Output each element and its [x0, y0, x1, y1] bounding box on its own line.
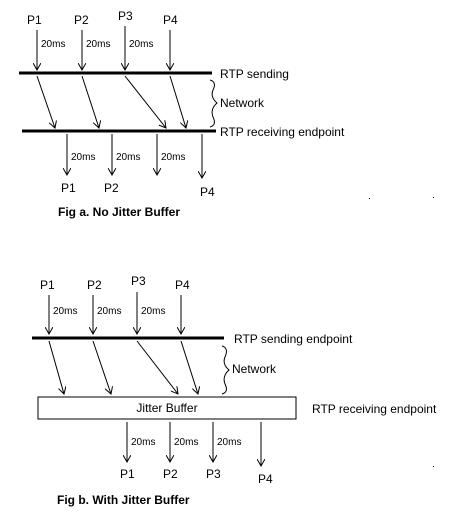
fig-a-net-arrow-p1 — [36, 75, 55, 128]
fig-a-caption: Fig a. No Jitter Buffer — [58, 205, 180, 219]
fig-b: P1 P2 P3 P4 20ms 20ms 20ms RTP sending e… — [32, 274, 437, 507]
fig-b-bottom-label-p2: P2 — [163, 467, 178, 481]
fig-a-sending-label: RTP sending — [220, 67, 289, 81]
fig-b-bottom-label-p1: P1 — [120, 467, 135, 481]
fig-b-net-arrow-p3 — [136, 340, 178, 394]
fig-a-network-brace — [209, 79, 218, 128]
fig-b-net-arrow-p1 — [48, 340, 64, 394]
fig-a-top-label-p1: P1 — [27, 13, 42, 27]
fig-a-bottom-interval-1: 20ms — [71, 152, 95, 163]
fig-a-bottom-label-p2: P2 — [104, 181, 119, 195]
fig-b-network-brace — [221, 345, 230, 395]
fig-b-sending-label: RTP sending endpoint — [234, 332, 353, 346]
fig-b-caption: Fig b. With Jitter Buffer — [57, 493, 190, 507]
fig-a-top-label-p3: P3 — [118, 9, 133, 23]
fig-b-top-label-p1: P1 — [40, 278, 55, 292]
fig-b-bottom-label-p4: P4 — [258, 472, 273, 486]
fig-a-receiving-label: RTP receiving endpoint — [220, 125, 345, 139]
fig-b-jitter-buffer-box — [37, 396, 297, 420]
fig-b-jitter-buffer-label: Jitter Buffer — [136, 401, 197, 415]
speck-dot — [369, 198, 370, 199]
fig-b-top-interval-3: 20ms — [141, 306, 165, 317]
fig-a-network-label: Network — [220, 96, 265, 110]
fig-a-net-arrow-p3 — [124, 75, 166, 128]
fig-b-net-arrow-p4 — [180, 340, 198, 394]
fig-a-bottom-interval-3: 20ms — [161, 152, 185, 163]
speck-dot — [433, 197, 434, 198]
fig-b-net-arrow-p2 — [92, 340, 111, 394]
fig-b-top-interval-2: 20ms — [97, 306, 121, 317]
fig-b-top-label-p2: P2 — [87, 278, 102, 292]
fig-b-network-label: Network — [232, 362, 277, 376]
fig-b-top-label-p4: P4 — [175, 278, 190, 292]
fig-a-top-interval-3: 20ms — [129, 39, 153, 50]
fig-b-bottom-label-p3: P3 — [206, 467, 221, 481]
fig-a-bottom-label-p1: P1 — [61, 181, 76, 195]
fig-a-top-interval-2: 20ms — [86, 39, 110, 50]
fig-a: P1 P2 P3 P4 20ms 20ms 20ms RTP sending N… — [19, 9, 345, 219]
fig-a-bottom-interval-2: 20ms — [116, 152, 140, 163]
fig-a-bottom-label-p4: P4 — [200, 185, 215, 199]
fig-b-bottom-interval-1: 20ms — [131, 437, 155, 448]
fig-b-top-label-p3: P3 — [131, 274, 146, 288]
fig-a-top-label-p4: P4 — [163, 13, 178, 27]
fig-a-net-arrow-p4 — [169, 75, 186, 128]
fig-b-bottom-interval-2: 20ms — [174, 437, 198, 448]
fig-a-top-label-p2: P2 — [74, 13, 89, 27]
speck-dot — [433, 466, 434, 467]
fig-b-bottom-interval-3: 20ms — [217, 437, 241, 448]
fig-b-top-interval-1: 20ms — [53, 306, 77, 317]
fig-b-receiving-label: RTP receiving endpoint — [312, 402, 437, 416]
fig-a-top-interval-1: 20ms — [41, 39, 65, 50]
fig-a-net-arrow-p2 — [81, 75, 99, 128]
